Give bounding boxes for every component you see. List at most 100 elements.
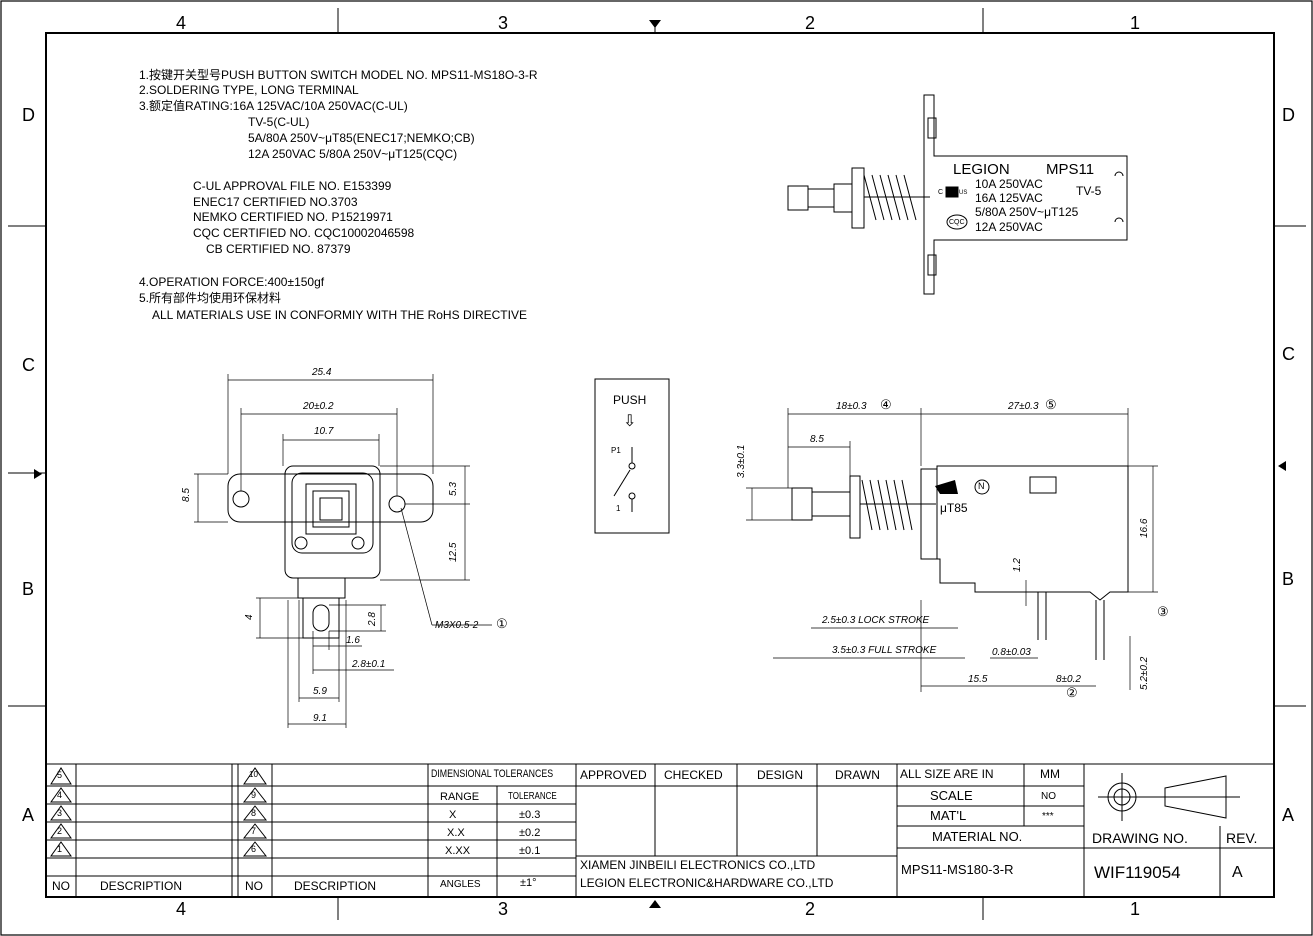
- design-label: DESIGN: [757, 768, 804, 782]
- plate-rating-2: 16A 125VAC: [975, 191, 1043, 205]
- dim-5-2: 5.2±0.2: [1139, 656, 1150, 690]
- center-mark-left: [34, 469, 42, 479]
- rev-l-4: 4: [57, 790, 63, 800]
- center-mark-right: [1278, 461, 1286, 471]
- inner-frame: [45, 32, 1275, 898]
- rev-value: A: [1232, 864, 1243, 881]
- schematic-push: PUSH: [613, 393, 647, 407]
- dim-2-8: 2.8: [367, 612, 378, 626]
- col-no-right: NO: [245, 879, 263, 893]
- dim-1-6: 1.6: [346, 635, 360, 646]
- schematic-box: [594, 378, 670, 534]
- dim-5-3: 5.3: [448, 482, 459, 496]
- tol-range-x: X: [449, 809, 457, 821]
- zone-left-D: D: [22, 105, 35, 125]
- note-3d: 12A 250VAC 5/80A 250V~μT125(CQC): [248, 147, 458, 161]
- schematic-arrow: ⇩: [623, 413, 637, 430]
- plate-rating-4: 12A 250VAC: [975, 220, 1043, 234]
- zone-right-C: C: [1282, 344, 1295, 364]
- dim-18: 18±0.3: [836, 401, 867, 412]
- tol-val-angles: ±1°: [520, 877, 537, 889]
- screw-mark: ①: [496, 616, 508, 631]
- drawn-label: DRAWN: [835, 768, 880, 782]
- tol-range-xx: X.X: [447, 827, 465, 839]
- note-3c: 5A/80A 250V~μT85(ENEC17;NEMKO;CB): [248, 131, 475, 145]
- dim-12-5: 12.5: [448, 542, 459, 562]
- scale-label: SCALE: [930, 788, 973, 803]
- schematic-1: 1: [616, 504, 621, 513]
- schematic-p1: P1: [611, 446, 621, 455]
- approved-label: APPROVED: [580, 768, 647, 782]
- rev-label: REV.: [1226, 830, 1258, 846]
- mark-2: ②: [1066, 685, 1078, 700]
- dim-9-1: 9.1: [313, 713, 327, 724]
- rev-r-9: 9: [251, 790, 257, 800]
- material-no-label: MATERIAL NO.: [932, 829, 1023, 844]
- note-5: 5.所有部件均使用环保材料: [139, 291, 282, 305]
- dim-0-8: 0.8±0.03: [992, 647, 1031, 658]
- zone-ticks: [8, 8, 1306, 920]
- zone-top-1: 1: [1130, 13, 1141, 33]
- drawing-no-label: DRAWING NO.: [1092, 830, 1188, 846]
- side-view-dimensions: [746, 408, 1158, 692]
- plate-cul-c: C: [938, 189, 944, 196]
- zone-bottom-4: 4: [176, 899, 187, 919]
- rev-l-2: 2: [57, 826, 63, 836]
- note-5b: ALL MATERIALS USE IN CONFORMIY WITH THE …: [152, 308, 527, 322]
- mark-5: ⑤: [1045, 397, 1057, 412]
- rev-triangles: [50, 767, 268, 857]
- rev-r-7: 7: [251, 826, 257, 836]
- dim-16-6: 16.6: [1139, 518, 1150, 538]
- zone-top-3: 3: [498, 13, 509, 33]
- zone-bottom-3: 3: [498, 899, 509, 919]
- drawing-no-value: WIF119054: [1094, 863, 1181, 882]
- dim-20: 20±0.2: [303, 401, 334, 412]
- zone-right-B: B: [1282, 569, 1295, 589]
- material-no-value: MPS11-MS180-3-R: [901, 862, 1014, 877]
- zone-bottom-1: 1: [1130, 899, 1141, 919]
- zone-top-4: 4: [176, 13, 187, 33]
- matl-label: MAT'L: [930, 808, 967, 823]
- matl-value: ***: [1042, 811, 1054, 822]
- full-stroke: 3.5±0.3 FULL STROKE: [832, 645, 937, 656]
- tol-val-xxx: ±0.1: [519, 845, 541, 857]
- zone-left-B: B: [22, 579, 35, 599]
- screw-callout: M3X0.5-2: [435, 620, 479, 631]
- plate-cqc: CQC: [949, 219, 965, 226]
- dim-3-3: 3.3±0.1: [736, 444, 747, 478]
- dim-25-4: 25.4: [312, 367, 332, 378]
- dim-side-8-5: 8.5: [810, 434, 824, 445]
- range-header: RANGE: [440, 791, 480, 803]
- nemko-n: N: [978, 481, 985, 491]
- mark-3: ③: [1157, 604, 1169, 619]
- dim-15-5: 15.5: [968, 674, 988, 685]
- mm-label: MM: [1040, 767, 1060, 781]
- all-size-label: ALL SIZE ARE IN: [900, 767, 994, 781]
- dim-27: 27±0.3: [1008, 401, 1039, 412]
- zone-bottom-2: 2: [805, 899, 816, 919]
- dim-5-9: 5.9: [313, 686, 327, 697]
- dim-8-0-2: 8±0.2: [1056, 674, 1081, 685]
- front-view-dimensions: [194, 374, 492, 728]
- tol-val-xx: ±0.2: [519, 827, 541, 839]
- plate-brand: LEGION: [953, 161, 1010, 178]
- company-xiamen: XIAMEN JINBEILI ELECTRONICS CO.,LTD: [580, 858, 816, 872]
- tol-range-angles: ANGLES: [440, 879, 481, 890]
- tol-range-xxx: X.XX: [445, 845, 471, 857]
- cert-cb: CB CERTIFIED NO. 87379: [206, 242, 351, 256]
- note-4: 4.OPERATION FORCE:400±150gf: [139, 275, 325, 289]
- cert-nemko: NEMKO CERTIFIED NO. P15219971: [193, 210, 393, 224]
- rev-l-1: 1: [57, 844, 63, 854]
- note-3: 3.额定值RATING:16A 125VAC/10A 250VAC(C-UL): [139, 99, 408, 113]
- dim-4: 4: [244, 614, 255, 620]
- center-mark-top: [649, 20, 661, 28]
- note-1: 1.按键开关型号PUSH BUTTON SWITCH MODEL NO. MPS…: [139, 68, 538, 82]
- zone-top-2: 2: [805, 13, 816, 33]
- rev-r-6: 6: [251, 844, 257, 854]
- checked-label: CHECKED: [664, 768, 723, 782]
- enec-mark: [935, 480, 958, 494]
- col-no-left: NO: [52, 879, 70, 893]
- plate-rating-3: 5/80A 250V~μT125: [975, 205, 1079, 219]
- cert-cul: C-UL APPROVAL FILE NO. E153399: [193, 179, 392, 193]
